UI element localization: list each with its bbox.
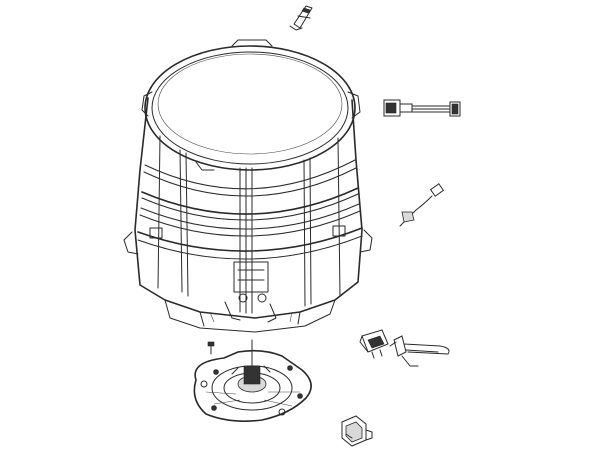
harness-icon bbox=[383, 99, 461, 117]
tub-icon bbox=[123, 39, 373, 333]
switch-icon bbox=[359, 329, 389, 359]
screw-icon bbox=[207, 341, 215, 355]
connector-icon bbox=[341, 415, 373, 447]
heater-icon bbox=[389, 335, 450, 367]
flange-icon bbox=[193, 339, 312, 422]
clip-icon bbox=[289, 5, 313, 31]
sensor-icon bbox=[399, 183, 445, 227]
